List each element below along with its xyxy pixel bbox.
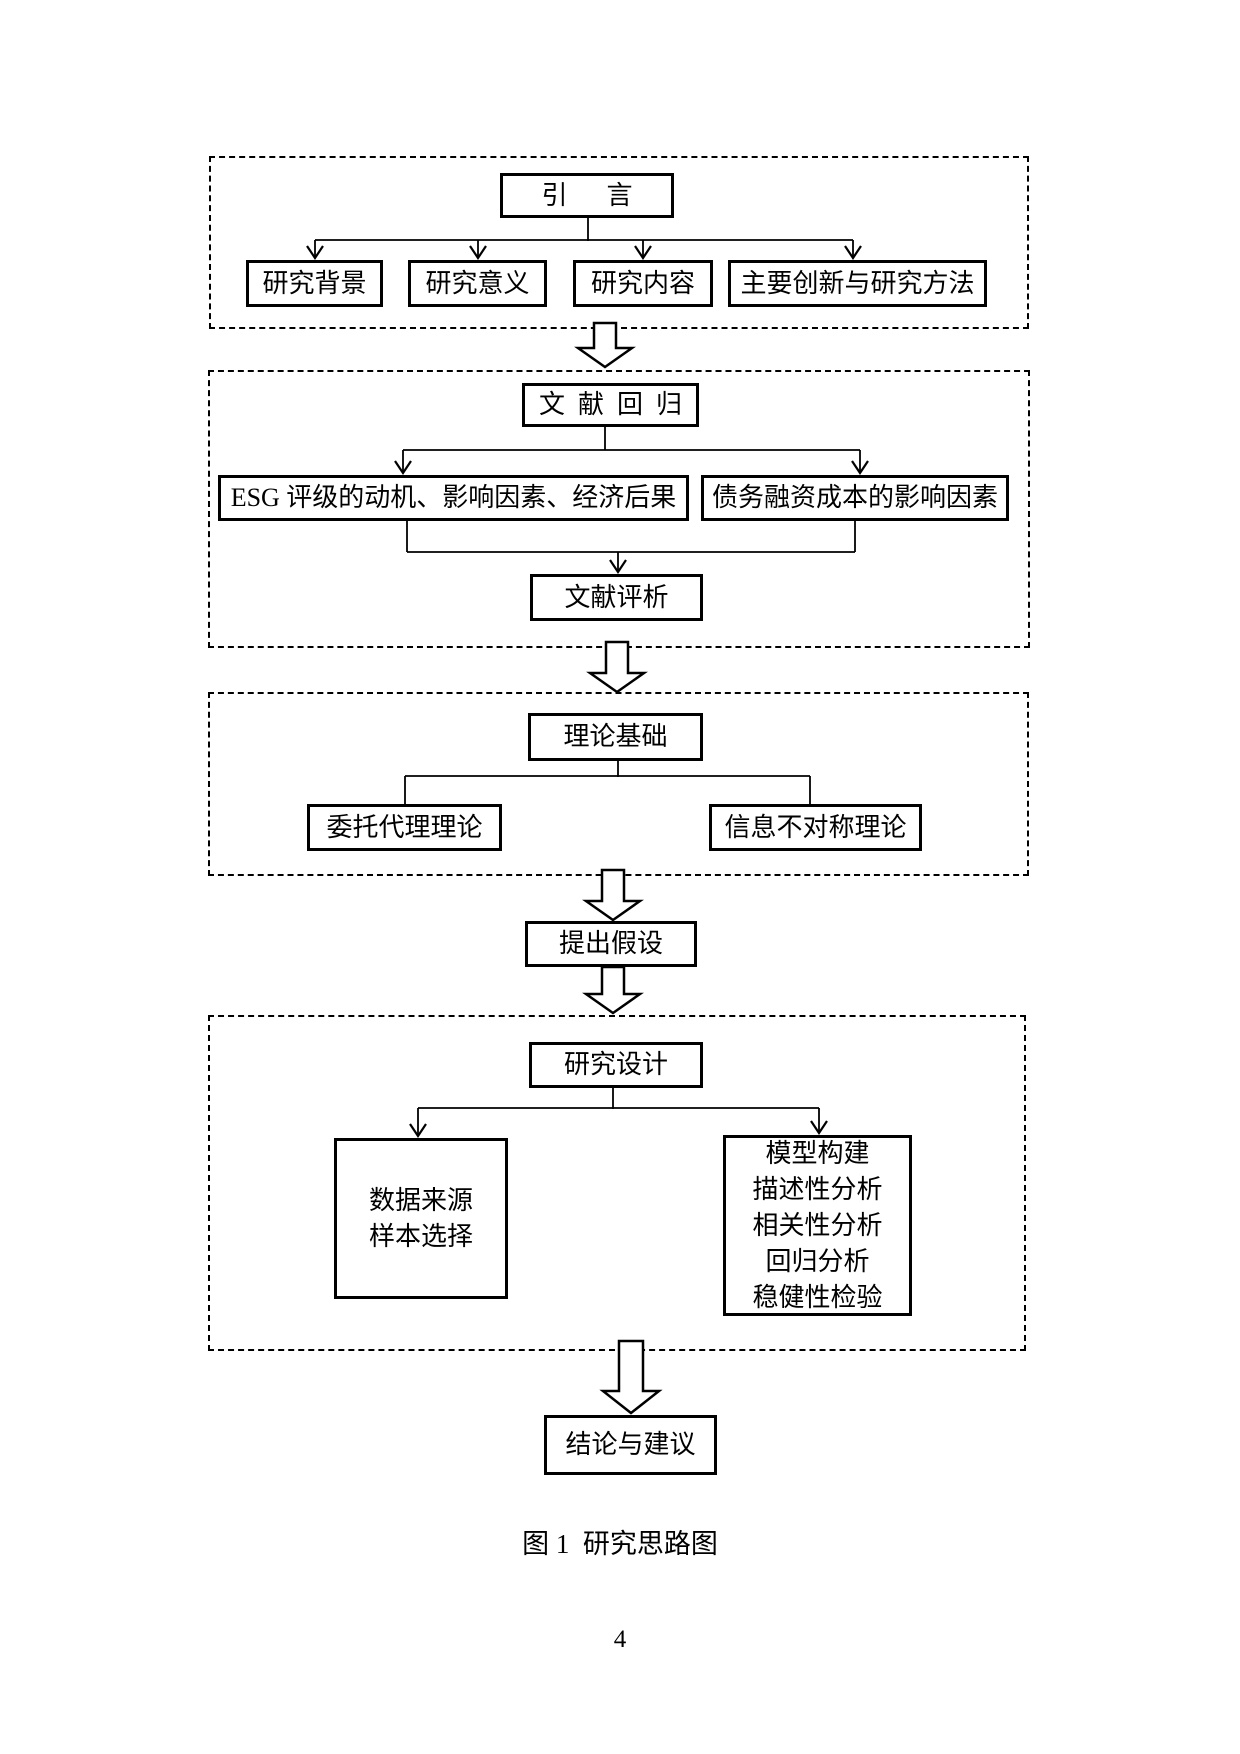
page-number: 4 [613, 1626, 627, 1653]
research-content-box: 研究内容 [573, 260, 713, 307]
intro-title-box: 引言 [500, 173, 674, 218]
research-content-label: 研究内容 [590, 268, 695, 298]
intro-connectors [314, 218, 854, 256]
arrowheads [306, 245, 869, 1138]
esg-literature-box: ESG 评级的动机、影响因素、经济后果 [218, 475, 689, 521]
research-background-box: 研究背景 [246, 260, 383, 307]
information-asymmetry-theory-box: 信息不对称理论 [709, 804, 922, 851]
literature-appraisal-label: 文献评析 [564, 582, 669, 612]
model-analysis-label: 模型构建 描述性分析 相关性分析 回归分析 稳健性检验 [752, 1138, 883, 1312]
block-arrow-design-to-conclusion [599, 1339, 663, 1415]
innovation-methods-box: 主要创新与研究方法 [728, 260, 987, 307]
conclusion-box: 结论与建议 [544, 1415, 717, 1475]
literature-top-connectors [402, 427, 861, 471]
theory-title-box: 理论基础 [528, 713, 703, 761]
literature-bottom-connectors [406, 521, 856, 570]
block-arrows [574, 321, 663, 1415]
block-arrow-theory-to-hypothesis [582, 868, 644, 922]
debt-cost-literature-label: 债务融资成本的影响因素 [711, 483, 998, 513]
research-significance-box: 研究意义 [408, 260, 547, 307]
literature-title-label: 文献回归 [538, 390, 695, 420]
esg-literature-label: ESG 评级的动机、影响因素、经济后果 [230, 483, 677, 513]
data-sample-box: 数据来源 样本选择 [334, 1138, 508, 1299]
data-sample-label: 数据来源 样本选择 [368, 1185, 473, 1251]
innovation-methods-label: 主要创新与研究方法 [740, 268, 975, 298]
block-arrow-intro-to-literature [574, 321, 636, 369]
conclusion-label: 结论与建议 [565, 1430, 696, 1460]
intro-section-frame [209, 156, 1029, 329]
principal-agent-theory-label: 委托代理理论 [326, 812, 483, 842]
research-design-title-box: 研究设计 [529, 1042, 703, 1088]
block-arrow-hypothesis-to-design [582, 965, 644, 1015]
research-design-title-label: 研究设计 [563, 1050, 668, 1080]
literature-title-box: 文献回归 [522, 383, 699, 427]
figure-caption: 图 1 研究思路图 [522, 1529, 718, 1559]
model-analysis-box: 模型构建 描述性分析 相关性分析 回归分析 稳健性检验 [723, 1135, 912, 1316]
intro-title-label: 引言 [541, 180, 672, 210]
block-arrow-literature-to-theory [586, 640, 648, 694]
research-significance-label: 研究意义 [425, 268, 530, 298]
design-connectors [417, 1088, 820, 1134]
theory-title-label: 理论基础 [563, 722, 668, 752]
hypothesis-box: 提出假设 [525, 921, 697, 967]
hypothesis-label: 提出假设 [558, 929, 663, 959]
theory-connectors [404, 761, 811, 804]
research-background-label: 研究背景 [262, 268, 367, 298]
information-asymmetry-theory-label: 信息不对称理论 [724, 812, 907, 842]
design-section-frame [208, 1015, 1026, 1351]
principal-agent-theory-box: 委托代理理论 [307, 804, 502, 851]
debt-cost-literature-box: 债务融资成本的影响因素 [701, 475, 1009, 521]
literature-appraisal-box: 文献评析 [530, 574, 703, 621]
